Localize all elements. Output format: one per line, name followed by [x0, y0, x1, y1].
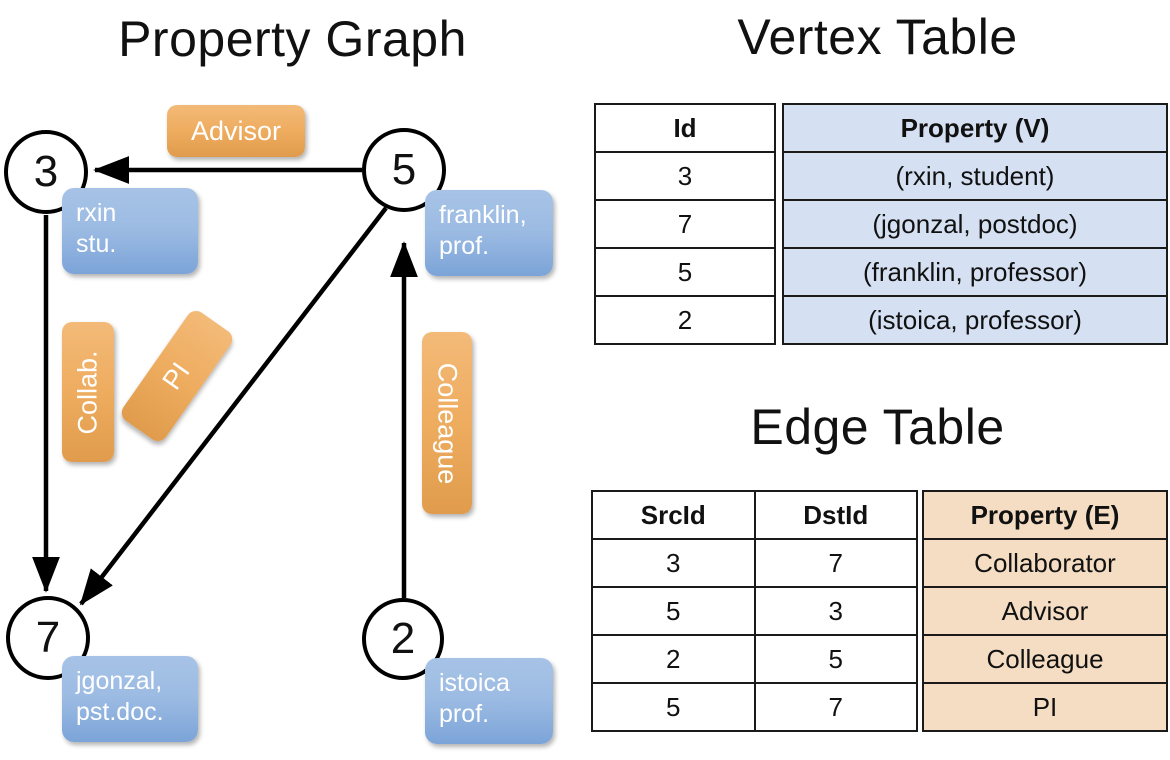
vertex-id-cell: 3: [594, 151, 776, 201]
edge-label-pi-text: PI: [156, 356, 197, 395]
table-row[interactable]: Colleague: [922, 634, 1168, 684]
node-property-box-jgonzal[interactable]: jgonzal, pst.doc.: [62, 656, 198, 742]
edge-property-cell: PI: [922, 682, 1168, 732]
vertex-id-cell: 5: [594, 247, 776, 297]
edge-srcid-cell: 2: [591, 634, 756, 684]
table-row[interactable]: 2: [594, 295, 776, 345]
table-row[interactable]: 3 7: [591, 538, 918, 588]
node-property-line-1: franklin,: [439, 201, 527, 229]
vertex-property-cell: (istoica, professor): [782, 295, 1168, 345]
table-row[interactable]: (istoica, professor): [782, 295, 1168, 345]
node-property-line-2: prof.: [439, 700, 490, 728]
graph-node-2[interactable]: 2: [362, 598, 444, 680]
graph-node-2-label: 2: [390, 614, 416, 663]
graph-edges-layer: [32, 156, 418, 606]
edge-srcid-cell: 5: [591, 682, 756, 732]
edge-dstid-cell: 7: [753, 682, 918, 732]
vertex-property-cell: (franklin, professor): [782, 247, 1168, 297]
node-property-box-franklin[interactable]: franklin, prof.: [425, 190, 553, 276]
node-property-line-2: pst.doc.: [76, 698, 164, 726]
vertex-property-cell: (jgonzal, postdoc): [782, 199, 1168, 249]
table-row[interactable]: (franklin, professor): [782, 247, 1168, 297]
node-property-box-rxin[interactable]: rxin stu.: [62, 188, 198, 274]
page-title-vertex-table: Vertex Table: [737, 9, 1018, 65]
table-header-row: Property (E): [922, 490, 1168, 540]
edge-5-to-7: [79, 206, 388, 606]
edge-label-collab[interactable]: Collab.: [62, 322, 114, 462]
edge-table-header-property: Property (E): [922, 490, 1168, 540]
vertex-property-cell: (rxin, student): [782, 151, 1168, 201]
edge-property-cell: Collaborator: [922, 538, 1168, 588]
vertex-table-id-column: Id 3 7 5 2: [594, 103, 776, 345]
vertex-table-property-column: Property (V) (rxin, student) (jgonzal, p…: [782, 103, 1168, 345]
table-header-row: Property (V): [782, 103, 1168, 153]
table-row[interactable]: (rxin, student): [782, 151, 1168, 201]
table-row[interactable]: (jgonzal, postdoc): [782, 199, 1168, 249]
table-row[interactable]: 5: [594, 247, 776, 297]
edge-srcid-cell: 5: [591, 586, 756, 636]
edge-dstid-cell: 3: [753, 586, 918, 636]
graph-node-7-label: 7: [35, 613, 61, 662]
graph-node-5[interactable]: 5: [362, 128, 446, 212]
table-header-row: SrcId DstId: [591, 490, 918, 540]
edge-table-header-srcid: SrcId: [591, 490, 756, 540]
edge-srcid-cell: 3: [591, 538, 756, 588]
graph-node-5-label: 5: [391, 145, 417, 194]
table-header-row: Id: [594, 103, 776, 153]
edge-table-property-column: Property (E) Collaborator Advisor Collea…: [922, 490, 1168, 732]
table-row[interactable]: PI: [922, 682, 1168, 732]
edge-label-advisor[interactable]: Advisor: [167, 105, 305, 157]
table-row[interactable]: Collaborator: [922, 538, 1168, 588]
edge-table-header-dstid: DstId: [753, 490, 918, 540]
node-property-line-1: rxin: [76, 199, 117, 227]
page-title-property-graph: Property Graph: [118, 11, 467, 67]
property-graph-diagram: 3 5 7 2 rxin stu. franklin, prof. jgonza…: [4, 105, 553, 744]
vertex-id-cell: 2: [594, 295, 776, 345]
vertex-id-cell: 7: [594, 199, 776, 249]
table-row[interactable]: 5 7: [591, 682, 918, 732]
table-row[interactable]: 2 5: [591, 634, 918, 684]
node-property-line-1: jgonzal,: [76, 667, 163, 695]
table-row[interactable]: 7: [594, 199, 776, 249]
edge-label-colleague[interactable]: Colleague: [422, 332, 472, 514]
edge-label-advisor-text: Advisor: [190, 115, 282, 146]
table-row[interactable]: 3: [594, 151, 776, 201]
table-row[interactable]: Advisor: [922, 586, 1168, 636]
vertex-table-header-property: Property (V): [782, 103, 1168, 153]
edge-table-id-columns: SrcId DstId 3 7 5 3 2 5 5 7: [591, 490, 918, 732]
edge-property-cell: Colleague: [922, 634, 1168, 684]
edge-label-colleague-text: Colleague: [432, 362, 463, 484]
node-property-line-1: istoica: [439, 669, 510, 697]
edge-dstid-cell: 5: [753, 634, 918, 684]
table-row[interactable]: 5 3: [591, 586, 918, 636]
edge-label-collab-text: Collab.: [72, 349, 103, 435]
node-property-box-istoica[interactable]: istoica prof.: [425, 658, 553, 744]
vertex-table-header-id: Id: [594, 103, 776, 153]
edge-dstid-cell: 7: [753, 538, 918, 588]
node-property-line-2: stu.: [76, 230, 117, 258]
node-property-line-2: prof.: [439, 232, 490, 260]
page-title-edge-table: Edge Table: [750, 399, 1005, 455]
edge-property-cell: Advisor: [922, 586, 1168, 636]
graph-node-3-label: 3: [33, 147, 59, 196]
